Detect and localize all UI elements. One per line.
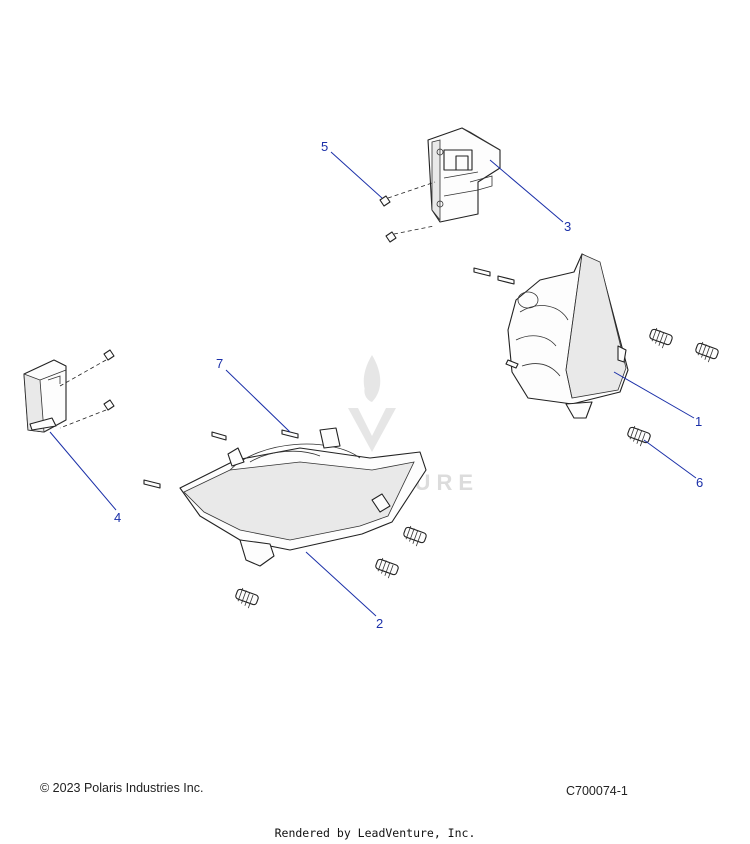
callout-2: 2 [376,616,383,631]
callout-5: 5 [321,139,328,154]
watermark-v-icon [348,408,396,452]
spring [649,327,673,349]
spring [375,557,399,579]
leader-lines [49,151,697,617]
spring [695,341,719,363]
part-2-fasteners [143,429,299,489]
leader-line-1 [613,371,695,419]
callout-7: 7 [216,356,223,371]
springs [235,327,719,609]
copyright-text: © 2023 Polaris Industries Inc. [40,781,204,795]
callouts: 1 2 3 4 5 6 7 [114,139,703,631]
leader-line-6 [643,439,697,479]
callout-1: 1 [695,414,702,429]
spring [627,425,651,447]
part-2-headlight [179,427,427,567]
part-1-headlight [507,253,629,419]
part-3-housing [427,127,501,223]
leader-line-2 [305,551,377,617]
part-4-fasteners [59,349,115,429]
callout-6: 6 [696,475,703,490]
spring [235,587,259,609]
leader-line-5 [330,151,383,199]
leader-line-3 [489,159,564,223]
rendered-by-text: Rendered by LeadVenture, Inc. [274,826,476,840]
diagram-code: C700074-1 [566,784,628,798]
leader-line-4 [49,431,117,511]
part-1-fasteners [473,267,519,369]
callout-3: 3 [564,219,571,234]
part-4-cover [23,359,67,433]
part-3-fasteners [379,181,436,243]
leader-line-7 [225,369,291,433]
callout-4: 4 [114,510,121,525]
watermark-flame-icon [363,355,381,402]
spring [403,525,427,547]
